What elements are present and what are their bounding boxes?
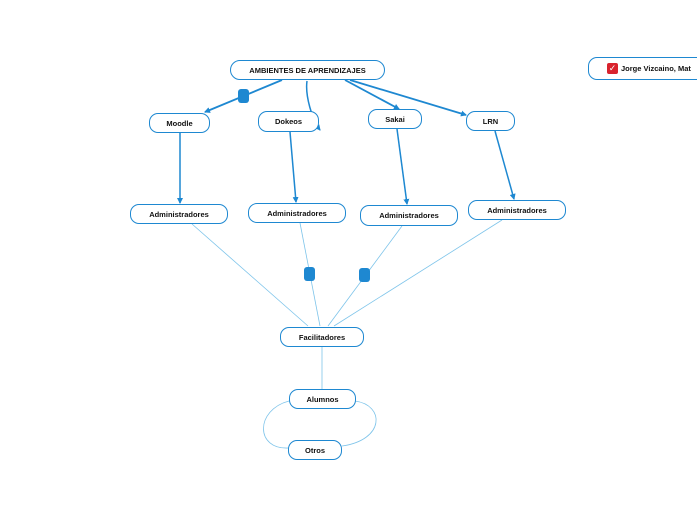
- edge-root-sakai: [344, 79, 400, 110]
- admin-label: Administradores: [149, 209, 209, 219]
- admin-moodle[interactable]: Administradores: [130, 204, 228, 224]
- platform-sakai[interactable]: Sakai: [368, 109, 422, 129]
- admin-dokeos[interactable]: Administradores: [248, 203, 346, 223]
- root-topic[interactable]: AMBIENTES DE APRENDIZAJES: [230, 60, 385, 80]
- alumnos-node[interactable]: Alumnos: [289, 389, 356, 409]
- facilitators-label: Facilitadores: [298, 332, 346, 342]
- admin-lrn[interactable]: Administradores: [468, 200, 566, 220]
- floating-topic[interactable]: ✓ Jorge Vizcaino, Mat: [588, 57, 697, 80]
- platform-dokeos[interactable]: Dokeos: [258, 111, 319, 132]
- checkbox-checked-icon: ✓: [607, 63, 618, 74]
- admin-sakai[interactable]: Administradores: [360, 205, 458, 226]
- edge-otros-alumnos: [341, 400, 377, 447]
- alumnos-label: Alumnos: [306, 394, 339, 404]
- platform-label: Dokeos: [274, 117, 303, 126]
- platform-label: Sakai: [385, 114, 405, 124]
- admin-label: Administradores: [267, 208, 327, 218]
- admin-label: Administradores: [487, 205, 547, 215]
- otros-label: Otros: [304, 445, 325, 455]
- edge-lrn-admin: [494, 130, 516, 200]
- edge-sakai-admin: [396, 128, 410, 205]
- platform-moodle[interactable]: Moodle: [149, 113, 210, 133]
- platform-lrn[interactable]: LRN: [466, 111, 515, 131]
- edge-alumnos-otros: [263, 400, 290, 449]
- edge-dokeos-admin: [289, 131, 299, 203]
- platform-label: Moodle: [166, 118, 193, 128]
- platform-label: LRN: [482, 116, 499, 126]
- admin-label: Administradores: [379, 211, 439, 220]
- relationship-marker[interactable]: [238, 89, 249, 103]
- floating-topic-label: Jorge Vizcaino, Mat: [621, 64, 691, 73]
- relationship-marker[interactable]: [359, 268, 370, 282]
- edge-root-lrn: [349, 79, 467, 117]
- facilitators-node[interactable]: Facilitadores: [280, 327, 364, 347]
- relationship-marker[interactable]: [304, 267, 315, 281]
- otros-node[interactable]: Otros: [288, 440, 342, 460]
- edge-admin4-facilitators: [333, 219, 503, 327]
- edge-admin1-facilitators: [191, 223, 309, 327]
- root-topic-label: AMBIENTES DE APRENDIZAJES: [249, 65, 366, 75]
